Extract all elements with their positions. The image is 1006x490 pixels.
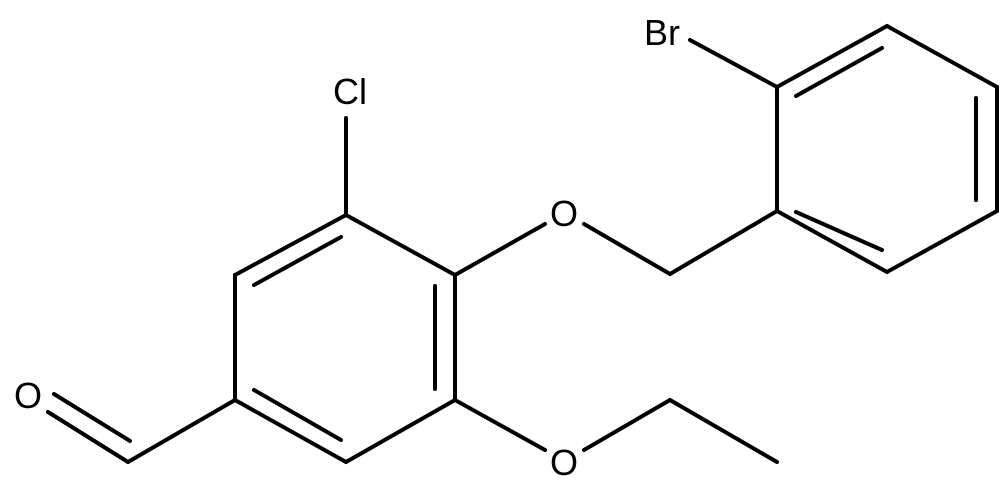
- bond-ch2-c: [668, 209, 779, 276]
- aromatic-bond: [794, 210, 884, 252]
- bond: [775, 24, 889, 89]
- bond-c-br: [688, 38, 779, 89]
- bromophenyl-ring: [775, 24, 999, 274]
- atom-o-ethoxy: O: [550, 442, 578, 483]
- bond: [344, 213, 457, 277]
- bond-c-o-double: [52, 392, 132, 443]
- bond-c-o: [453, 222, 547, 277]
- bond: [233, 398, 348, 464]
- bond: [885, 209, 999, 274]
- bond-ch2-ch3: [668, 398, 779, 464]
- bond-c-cho: [126, 398, 237, 464]
- bond: [344, 398, 457, 464]
- bond-c-o-double: [46, 410, 130, 464]
- aromatic-bond: [794, 46, 884, 98]
- atom-br: Br: [644, 12, 680, 53]
- bond: [233, 213, 348, 277]
- aromatic-bond: [252, 235, 343, 287]
- bond: [775, 209, 889, 274]
- bond-o-ch2: [582, 222, 672, 276]
- atom-o-aldehyde: O: [14, 375, 42, 416]
- bond-c-o: [453, 398, 547, 452]
- bond: [885, 24, 999, 89]
- aromatic-bond: [252, 388, 343, 442]
- atom-o-ether: O: [550, 193, 578, 234]
- atom-cl: Cl: [333, 71, 367, 112]
- bond-o-ch2: [582, 398, 672, 452]
- central-benzene-ring: [233, 213, 457, 464]
